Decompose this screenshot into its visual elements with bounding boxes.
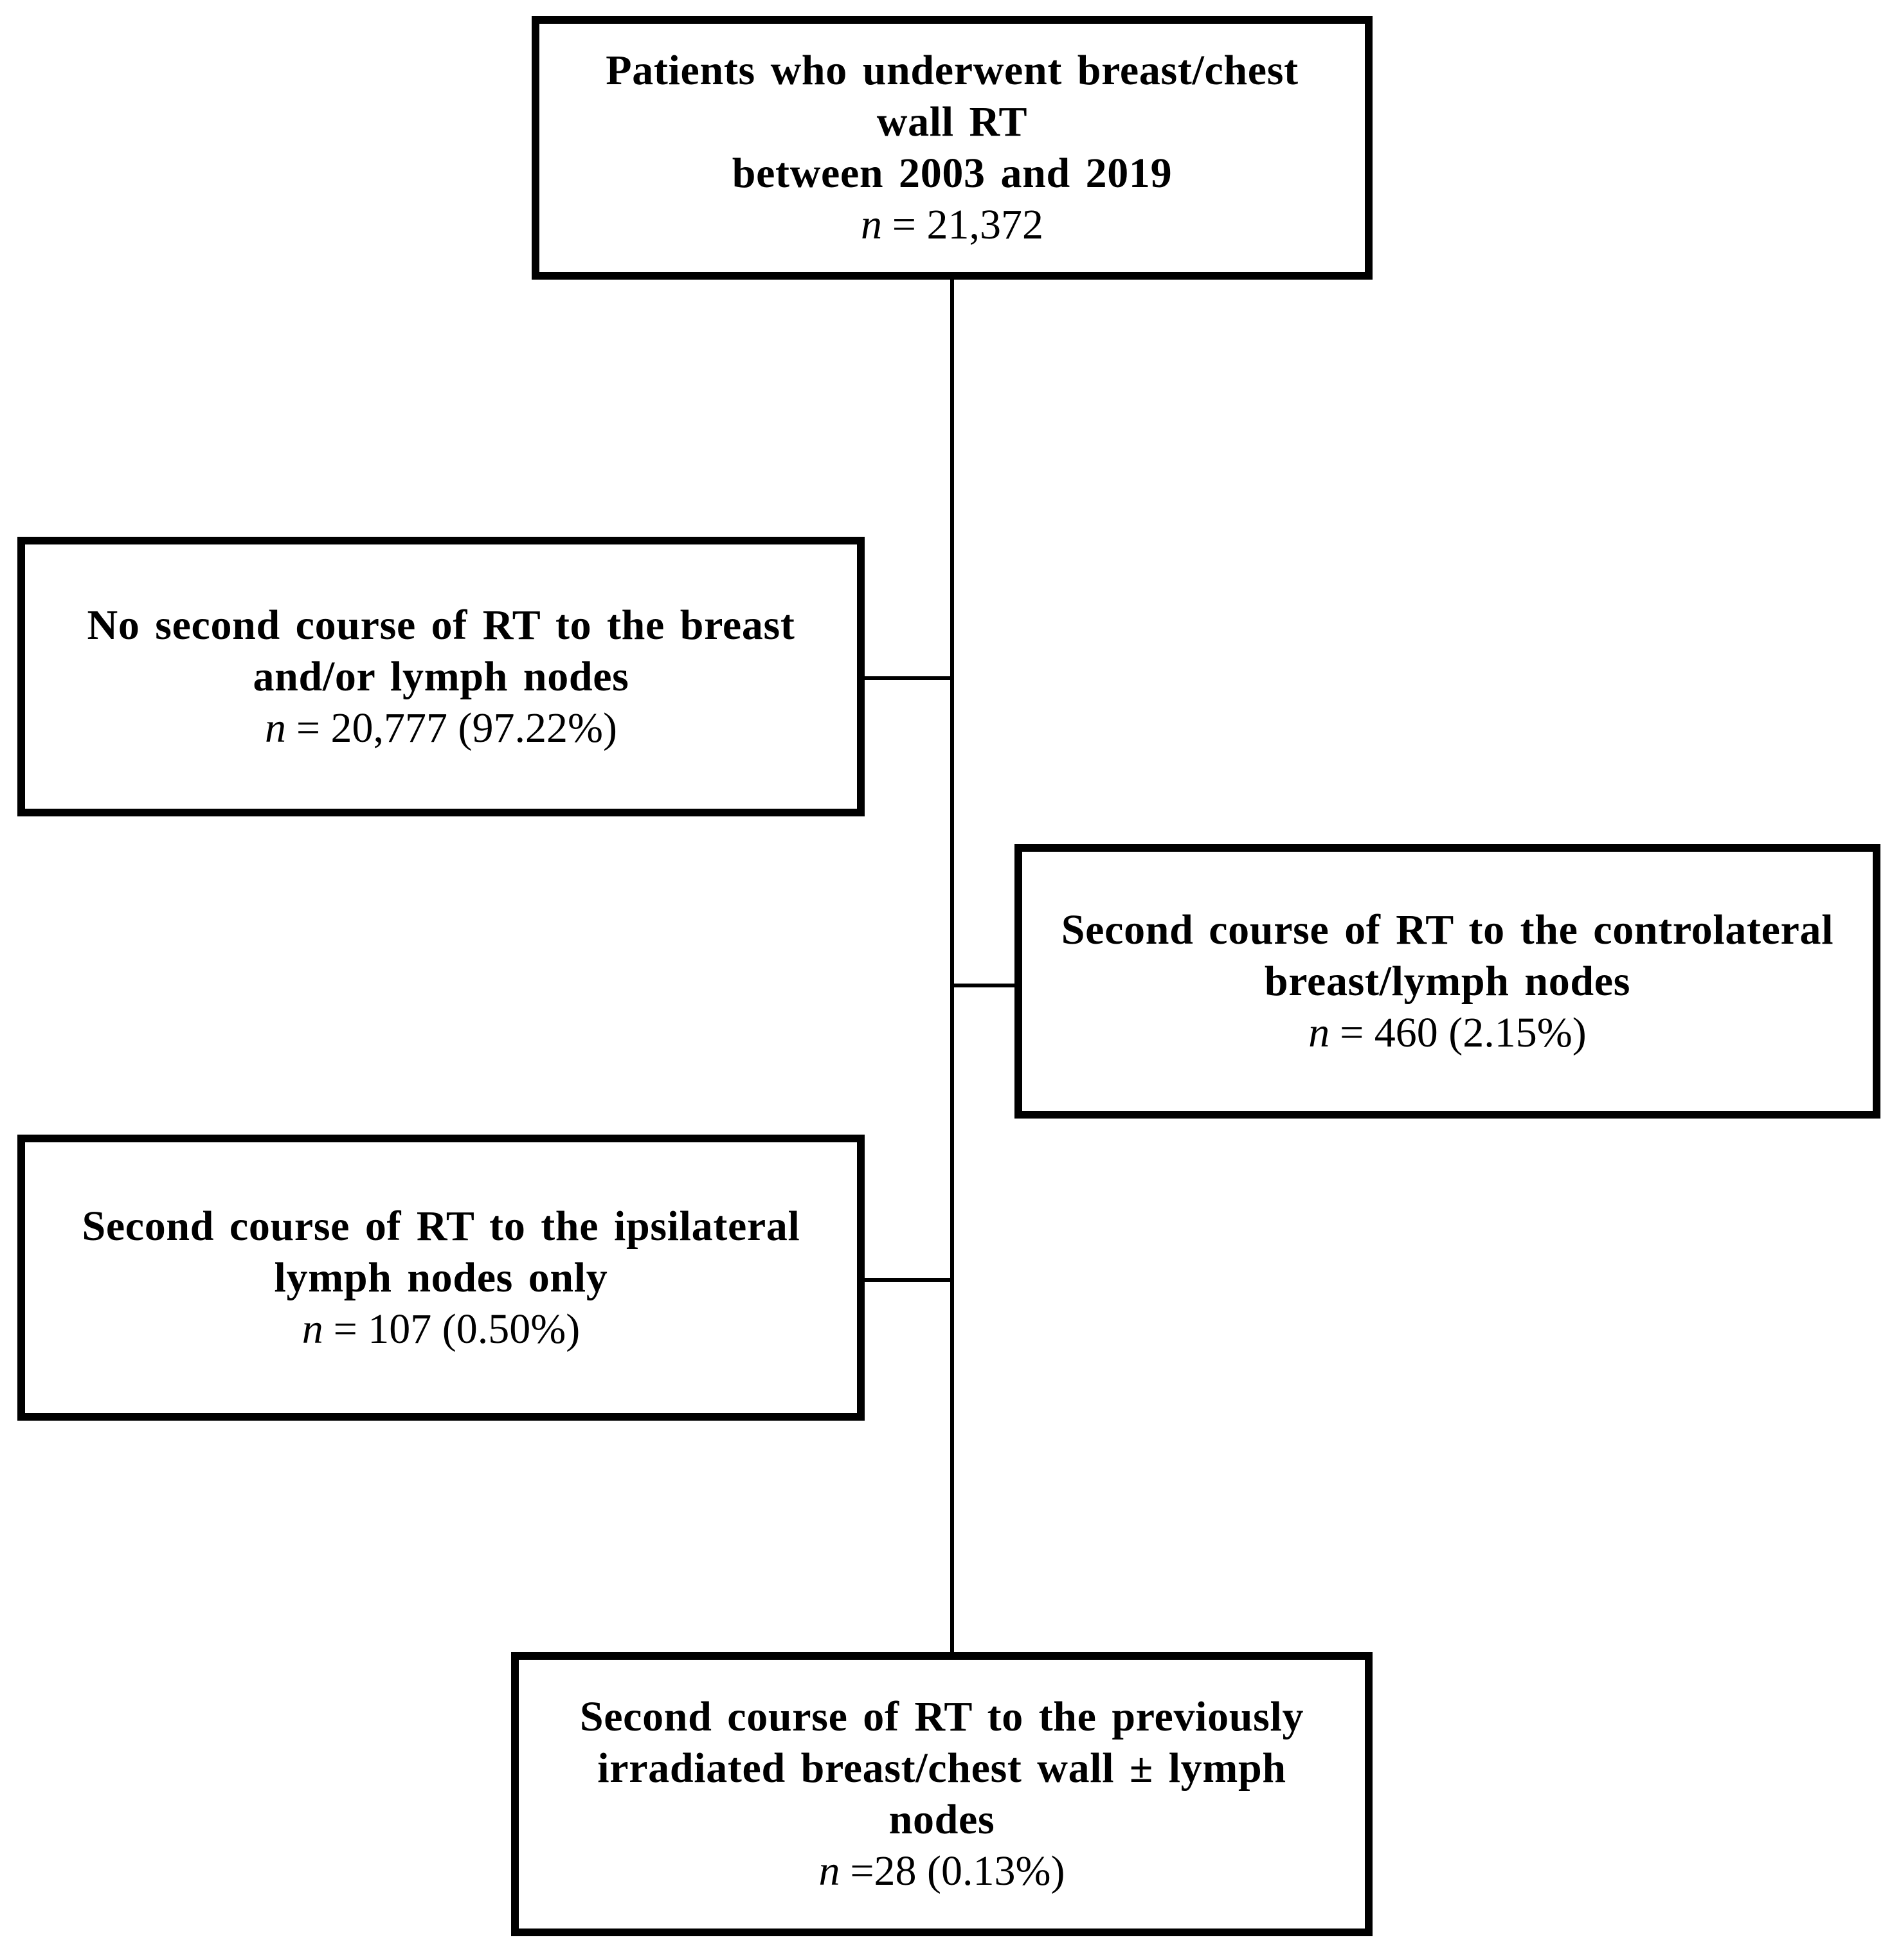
n-value: = 107 (0.50%)	[333, 1305, 581, 1353]
n-value: = 460 (2.15%)	[1340, 1009, 1587, 1056]
box-title-line: nodes	[888, 1796, 995, 1843]
box-title-line: between 2003 and 2019	[732, 150, 1173, 197]
n-symbol: n	[1308, 1009, 1330, 1056]
n-value: =28 (0.13%)	[850, 1848, 1065, 1894]
box-title-line: Patients who underwent breast/chest	[606, 47, 1299, 94]
box-count-line: n= 20,777 (97.22%)	[265, 703, 617, 754]
connector-contralateral	[952, 984, 1014, 987]
n-value: = 20,777 (97.22%)	[296, 704, 617, 751]
box-title-line: lymph nodes only	[274, 1254, 608, 1301]
box-title-line: Second course of RT to the controlateral	[1061, 906, 1834, 953]
box-title-line: Second course of RT to the ipsilateral	[82, 1202, 800, 1250]
box-source-population: Patients who underwent breast/chest wall…	[532, 16, 1373, 280]
n-symbol: n	[818, 1848, 840, 1894]
box-title-line: wall RT	[876, 98, 1028, 145]
n-value: = 21,372	[892, 201, 1044, 248]
n-symbol: n	[860, 201, 882, 248]
box-title-line: irradiated breast/chest wall ± lymph	[597, 1745, 1286, 1792]
n-symbol: n	[265, 704, 286, 751]
box-no-second-course: No second course of RT to the breast and…	[17, 537, 865, 816]
box-title-line: breast/lymph nodes	[1264, 957, 1631, 1005]
box-count-line: n=28 (0.13%)	[819, 1846, 1065, 1897]
box-count-line: n= 21,372	[861, 199, 1043, 251]
box-count-line: n= 460 (2.15%)	[1308, 1007, 1587, 1059]
box-reirradiation: Second course of RT to the previously ir…	[511, 1652, 1373, 1936]
n-symbol: n	[302, 1305, 323, 1353]
box-title-line: Second course of RT to the previously	[579, 1693, 1304, 1740]
box-contralateral-rt: Second course of RT to the controlateral…	[1014, 844, 1880, 1119]
box-title-line: No second course of RT to the breast	[87, 601, 795, 649]
box-ipsilateral-nodes-only: Second course of RT to the ipsilateral l…	[17, 1135, 865, 1421]
main-vertical-flow-line	[950, 280, 954, 1652]
box-title-line: and/or lymph nodes	[253, 652, 629, 700]
connector-no-second-course	[865, 676, 952, 680]
connector-ipsilateral	[865, 1278, 952, 1282]
box-count-line: n= 107 (0.50%)	[302, 1304, 581, 1355]
